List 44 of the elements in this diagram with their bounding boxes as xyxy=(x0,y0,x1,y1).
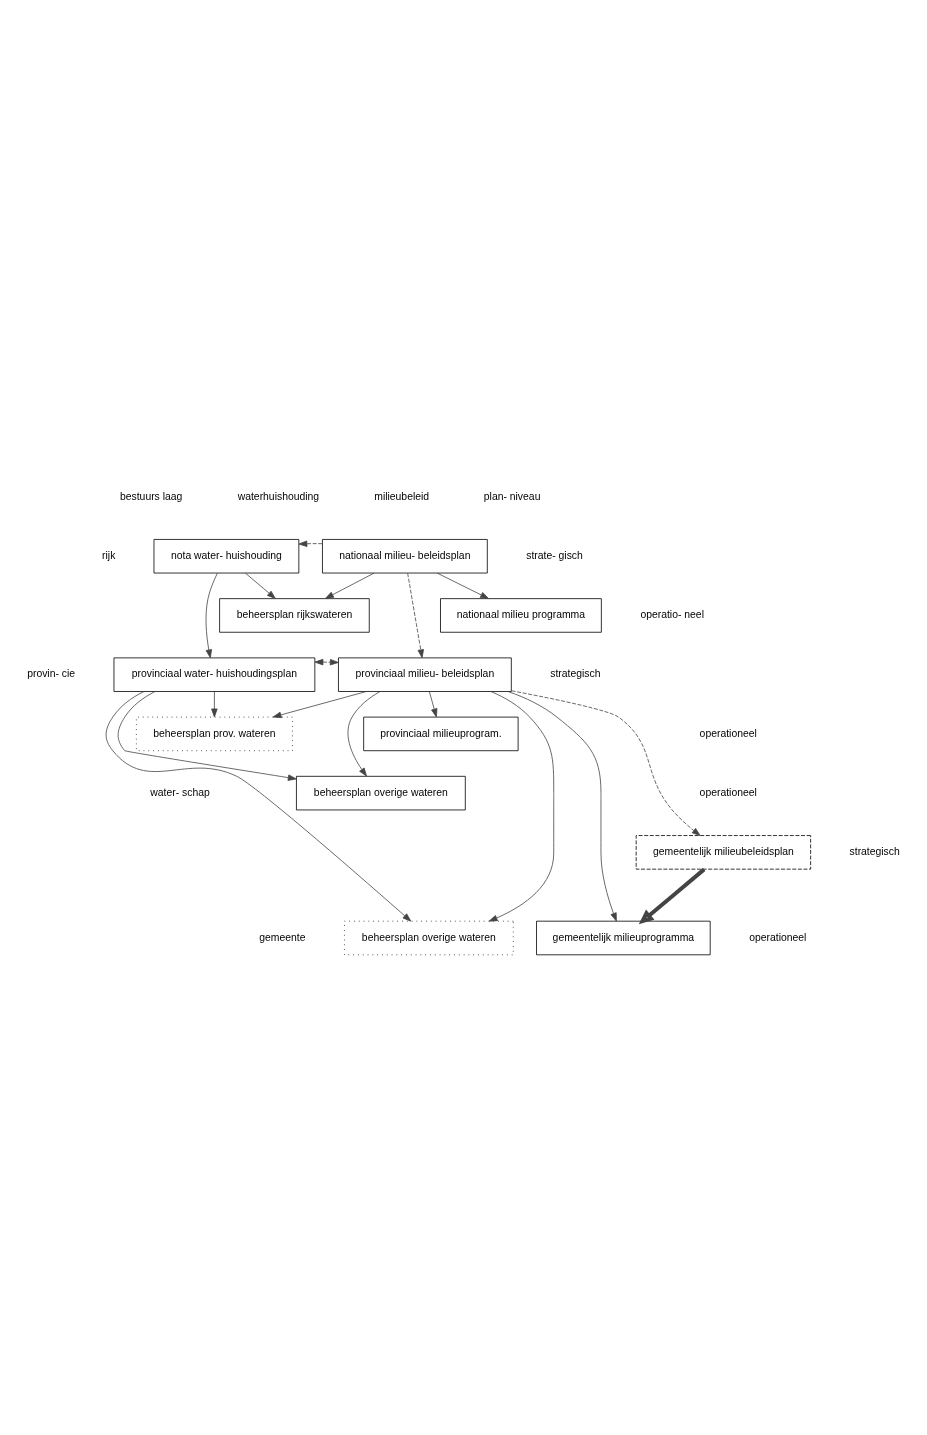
label: strate- gisch xyxy=(526,549,583,561)
arrow xyxy=(347,691,381,777)
label: operatio- neel xyxy=(640,609,704,621)
arrow xyxy=(325,572,375,599)
arrow xyxy=(428,691,438,718)
label: plan- niveau xyxy=(483,490,541,502)
node-box: beheersplan prov. wateren xyxy=(135,716,293,752)
arrow xyxy=(298,540,323,547)
arrow xyxy=(638,867,706,925)
label: milieubeleid xyxy=(374,490,430,502)
node-box: nota water- huishouding xyxy=(153,539,300,574)
label: operationeel xyxy=(699,727,757,739)
arrow xyxy=(511,690,701,836)
label: operationeel xyxy=(749,931,807,943)
arrow xyxy=(488,691,555,922)
arrow xyxy=(314,658,339,666)
node-box: provinciaal water- huishoudingsplan xyxy=(113,657,316,692)
node-box: beheersplan overige wateren xyxy=(296,775,466,811)
arrow xyxy=(272,691,367,719)
node-box: nationaal milieu- beleidsplan xyxy=(322,539,488,574)
arrow xyxy=(407,572,424,659)
label: provin- cie xyxy=(27,668,76,680)
node-box: beheersplan overige wateren xyxy=(344,920,514,956)
label: waterhuishouding xyxy=(237,490,320,502)
arrow xyxy=(105,691,412,922)
arrow xyxy=(436,572,489,599)
node-box: nationaal milieu programma xyxy=(440,598,602,633)
arrow xyxy=(211,691,218,718)
arrow xyxy=(117,691,297,781)
node-box: gemeentelijk milieuprogramma xyxy=(536,920,711,956)
label: strategisch xyxy=(849,846,900,858)
arrow xyxy=(507,691,617,922)
node-box: provinciaal milieuprogram. xyxy=(363,716,519,752)
label: rijk xyxy=(102,549,116,561)
arrow xyxy=(205,572,218,659)
label: water- schap xyxy=(150,786,210,798)
label: strategisch xyxy=(550,668,601,680)
label: gemeente xyxy=(259,931,306,943)
node-box: gemeentelijk milieubeleidsplan xyxy=(635,835,812,870)
label: bestuurs laag xyxy=(119,490,183,502)
node-box: provinciaal milieu- beleidsplan xyxy=(338,657,512,692)
arrow xyxy=(244,572,276,599)
label: operationeel xyxy=(699,786,757,798)
node-box: beheersplan rijkswateren xyxy=(219,598,370,633)
